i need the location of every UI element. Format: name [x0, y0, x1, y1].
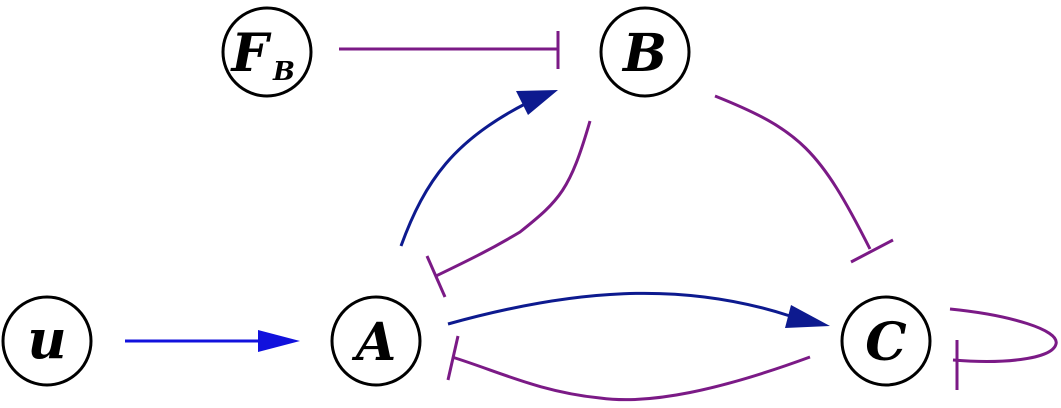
node-FB: F B — [221, 6, 313, 98]
node-B-circle — [599, 6, 691, 98]
node-u: u — [1, 295, 93, 387]
edge-B-to-A — [425, 120, 592, 298]
edge-B-to-A-bar — [425, 255, 447, 298]
node-B-label: B — [621, 23, 667, 84]
node-A-circle — [330, 295, 422, 387]
node-C-label: C — [865, 312, 906, 373]
node-A-label: A — [351, 312, 396, 373]
node-u-circle — [1, 295, 93, 387]
edge-A-to-B — [399, 90, 558, 247]
node-u-label: u — [27, 307, 66, 371]
edge-u-to-A-arrowhead — [258, 330, 300, 352]
node-A: A — [330, 295, 422, 387]
node-B: B — [599, 6, 691, 98]
edge-A-to-C-arrowhead — [785, 305, 830, 328]
edge-C-to-A-line — [451, 355, 811, 402]
edge-C-to-A-bar — [446, 335, 460, 381]
edge-B-to-C — [714, 94, 894, 264]
node-C-circle — [840, 295, 932, 387]
edge-A-to-C — [447, 291, 830, 328]
node-C: C — [840, 295, 932, 387]
node-FB-label: F — [230, 23, 272, 84]
node-FB-subscript: B — [272, 57, 295, 87]
edge-u-to-A — [125, 330, 300, 352]
edge-C-self-loop-line — [949, 307, 1058, 363]
edge-C-to-A — [446, 335, 811, 402]
edge-A-to-B-line — [399, 102, 526, 247]
edge-A-to-C-line — [447, 291, 791, 326]
node-FB-circle — [221, 6, 313, 98]
edge-C-self-loop — [949, 307, 1058, 390]
edge-B-to-A-line — [435, 120, 592, 278]
edge-B-to-C-bar — [850, 238, 894, 264]
edge-FB-to-B — [339, 31, 560, 69]
edge-B-to-C-line — [714, 94, 872, 250]
edge-A-to-B-arrowhead — [516, 90, 558, 115]
